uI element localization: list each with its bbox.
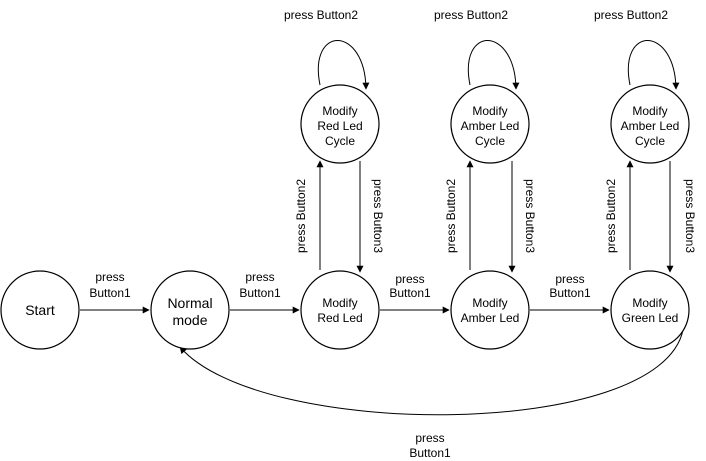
label-cycle-to-amber: press Button3 bbox=[523, 179, 537, 253]
node-normal-mode-label-line2: mode bbox=[172, 312, 207, 328]
edge-green-cycle-self-loop bbox=[627, 40, 680, 90]
label-start-to-normal-line2: Button1 bbox=[89, 286, 131, 300]
label-green-to-normal-line1: press bbox=[415, 431, 444, 445]
node-amber-cycle-2-line3: Cycle bbox=[635, 134, 665, 148]
node-modify-amber-led: Modify Amber Led bbox=[450, 270, 530, 350]
node-start-label: Start bbox=[25, 302, 55, 318]
label-cycle-to-green: press Button3 bbox=[683, 179, 697, 253]
node-modify-green-led-line1: Modify bbox=[632, 296, 667, 310]
label-normal-to-red-line1: press bbox=[245, 270, 274, 284]
node-modify-green-led-line2: Green Led bbox=[622, 311, 679, 325]
label-green-to-normal-line2: Button1 bbox=[409, 446, 451, 460]
node-modify-amber-led-line1: Modify bbox=[472, 296, 507, 310]
edge-green-to-normal bbox=[179, 329, 684, 416]
edge-red-cycle-self-loop bbox=[317, 40, 370, 90]
node-amber-cycle-1-line1: Modify bbox=[472, 104, 507, 118]
node-amber-cycle-2-line1: Modify bbox=[632, 104, 667, 118]
node-modify-green-led: Modify Green Led bbox=[610, 270, 690, 350]
label-red-cycle-self: press Button2 bbox=[284, 8, 358, 22]
node-modify-amber-led-cycle-2: Modify Amber Led Cycle bbox=[610, 84, 690, 164]
node-normal-mode: Normal mode bbox=[150, 270, 230, 350]
label-green-cycle-self: press Button2 bbox=[594, 8, 668, 22]
label-red-to-amber-line2: Button1 bbox=[389, 286, 431, 300]
node-modify-red-led: Modify Red Led bbox=[300, 270, 380, 350]
label-amber-to-green-line2: Button1 bbox=[549, 286, 591, 300]
node-modify-amber-led-cycle-1: Modify Amber Led Cycle bbox=[450, 84, 530, 164]
node-amber-cycle-2-line2: Amber Led bbox=[621, 119, 680, 133]
label-amber-cycle-self: press Button2 bbox=[434, 8, 508, 22]
label-amber-to-cycle: press Button2 bbox=[444, 179, 458, 253]
node-red-cycle-line2: Red Led bbox=[317, 119, 362, 133]
node-red-cycle-line1: Modify bbox=[322, 104, 357, 118]
label-cycle-to-red: press Button3 bbox=[371, 179, 385, 253]
node-modify-red-led-line2: Red Led bbox=[317, 311, 362, 325]
label-red-to-amber-line1: press bbox=[395, 272, 424, 286]
label-amber-to-green-line1: press bbox=[555, 272, 584, 286]
label-red-to-cycle: press Button2 bbox=[294, 179, 308, 253]
node-normal-mode-label-line1: Normal bbox=[167, 295, 212, 311]
label-green-to-cycle: press Button2 bbox=[604, 179, 618, 253]
node-modify-red-led-cycle: Modify Red Led Cycle bbox=[300, 84, 380, 164]
node-modify-red-led-line1: Modify bbox=[322, 296, 357, 310]
edge-amber-cycle-self-loop bbox=[467, 40, 520, 90]
node-amber-cycle-1-line2: Amber Led bbox=[461, 119, 520, 133]
label-start-to-normal-line1: press bbox=[95, 270, 124, 284]
label-normal-to-red-line2: Button1 bbox=[239, 286, 281, 300]
node-modify-amber-led-line2: Amber Led bbox=[461, 311, 520, 325]
node-amber-cycle-1-line3: Cycle bbox=[475, 134, 505, 148]
node-start: Start bbox=[0, 270, 80, 350]
node-red-cycle-line3: Cycle bbox=[325, 134, 355, 148]
